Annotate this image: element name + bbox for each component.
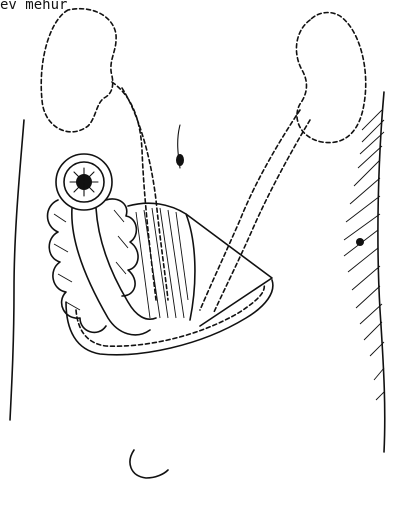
stoma-opening (70, 168, 98, 196)
right-ureter-inner (214, 120, 310, 312)
body-outline-left (10, 120, 24, 420)
umbilicus (176, 154, 184, 166)
ileal-conduit-inner (96, 208, 156, 319)
bowel-loops (48, 199, 139, 332)
right-kidney-outline (296, 13, 365, 143)
incision-margin (76, 284, 264, 346)
right-flank-mark (356, 238, 364, 246)
right-ureter (200, 110, 300, 310)
lower-curve-mark (130, 450, 168, 478)
left-kidney-outline (41, 9, 116, 132)
